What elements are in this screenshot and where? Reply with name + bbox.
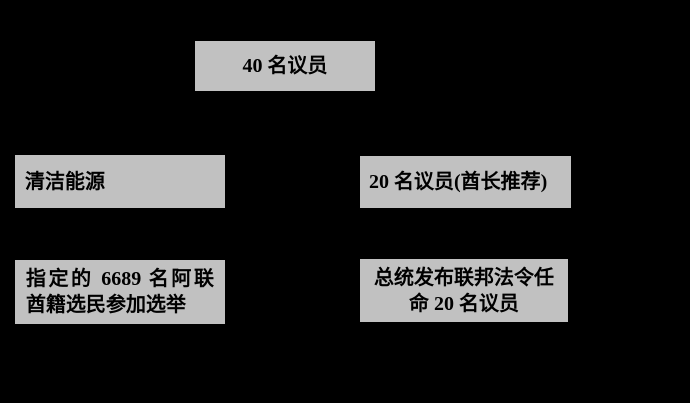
box-appointed-members-label: 20 名议员(酋长推荐) <box>369 171 548 193</box>
box-elected-voters-label-line1: 指定的 6689 名阿联 <box>26 268 214 290</box>
box-presidential-decree: 总统发布联邦法令任 命 20 名议员 <box>360 259 568 322</box>
box-presidential-decree-label-line1: 总统发布联邦法令任 <box>374 266 554 289</box>
box-clean-energy-label: 清洁能源 <box>25 170 105 193</box>
box-elected-voters-label-line2: 酋籍选民参加选举 <box>26 294 186 316</box>
box-presidential-decree-label-line2: 命 20 名议员 <box>409 292 519 315</box>
box-total-members-label: 40 名议员 <box>242 55 328 77</box>
box-clean-energy: 清洁能源 <box>15 155 225 208</box>
box-appointed-members: 20 名议员(酋长推荐) <box>360 156 571 208</box>
box-total-members: 40 名议员 <box>195 41 375 91</box>
box-elected-voters: 指定的 6689 名阿联 酋籍选民参加选举 <box>15 260 225 324</box>
